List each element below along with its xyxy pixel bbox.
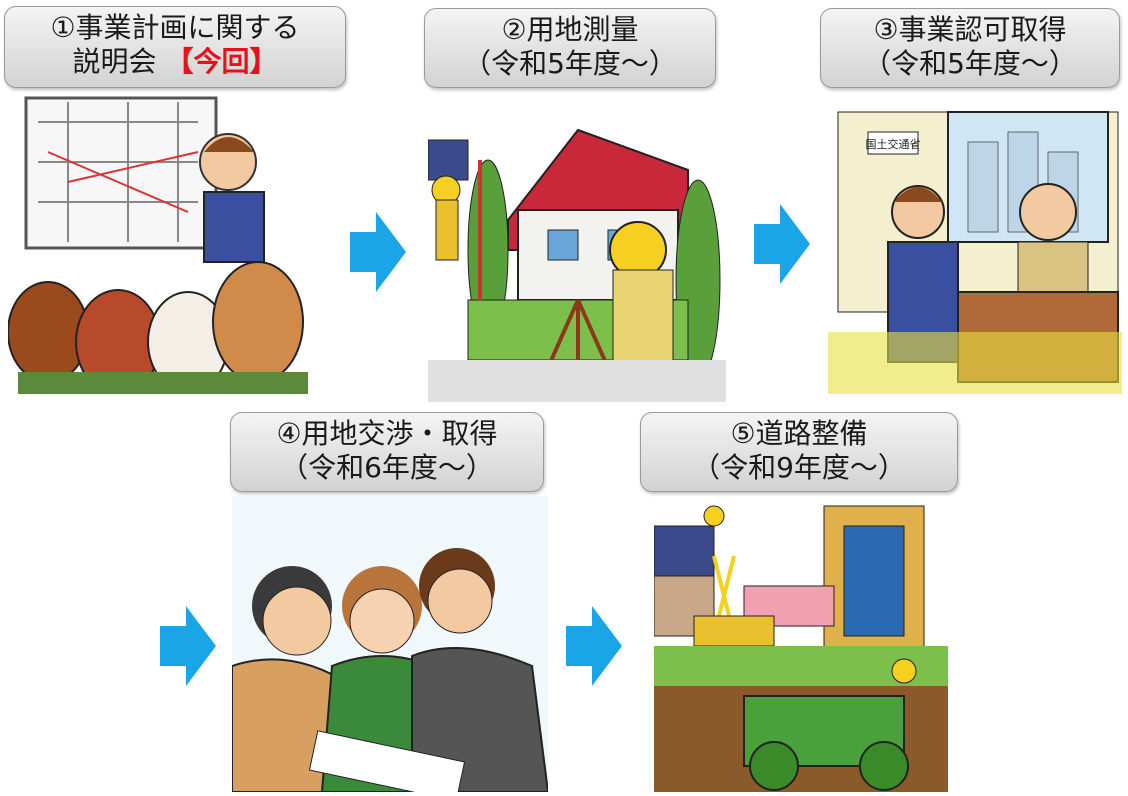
- briefing-meeting-illustration: [8, 92, 322, 394]
- right-arrow-icon: [350, 212, 406, 292]
- step-2-period: （令和5年度～）: [463, 47, 677, 80]
- step-4-label: ④用地交渉・取得 （令和6年度～）: [230, 412, 544, 492]
- land-survey-illustration: [428, 100, 726, 402]
- land-negotiation-illustration: [232, 496, 548, 792]
- step-5-label: ⑤道路整備 （令和9年度～）: [640, 412, 958, 492]
- step-1-label: ①事業計画に関する 説明会 【今回】: [4, 6, 346, 88]
- project-approval-illustration: 国土交通省: [828, 102, 1122, 394]
- right-arrow-icon: [566, 606, 622, 686]
- step-4-title: ④用地交渉・取得: [276, 417, 498, 450]
- step-3-title: ③事業認可取得: [873, 13, 1067, 46]
- road-construction-illustration: [654, 496, 948, 792]
- ministry-sign-text: 国土交通省: [866, 137, 921, 151]
- step-5-title: ⑤道路整備: [730, 417, 868, 450]
- step-1-title: ①事業計画に関する: [50, 11, 300, 44]
- step-4-period: （令和6年度～）: [280, 451, 494, 484]
- right-arrow-icon: [160, 606, 216, 686]
- step-5-period: （令和9年度～）: [692, 451, 906, 484]
- right-arrow-icon: [754, 204, 810, 284]
- step-2-title: ②用地測量: [501, 13, 639, 46]
- step-2-label: ②用地測量 （令和5年度～）: [424, 8, 716, 88]
- step-1-subtitle: 説明会: [72, 45, 157, 78]
- step-3-period: （令和5年度～）: [863, 47, 1077, 80]
- step-3-label: ③事業認可取得 （令和5年度～）: [820, 8, 1120, 88]
- step-1-current-badge: 【今回】: [165, 45, 278, 78]
